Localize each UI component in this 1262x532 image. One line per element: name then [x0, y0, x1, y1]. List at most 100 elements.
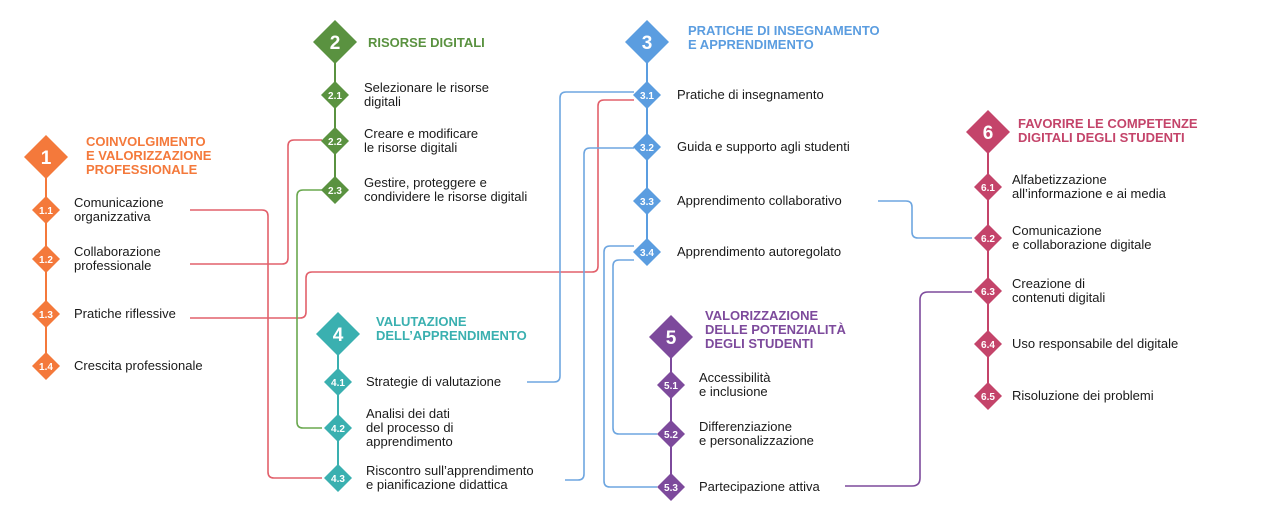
item-1-4-diamond: [32, 352, 60, 380]
item-3-3-label: Apprendimento collaborativo: [677, 193, 842, 208]
connector-line: [603, 245, 657, 488]
item-1-3-diamond: [32, 300, 60, 328]
item-4-1-diamond: [324, 368, 352, 396]
item-6-2-diamond: [974, 224, 1002, 252]
area-5-diamond: [649, 315, 693, 359]
item-6-5-diamond: [974, 382, 1002, 410]
item-1-3-label: Pratiche riflessive: [74, 306, 176, 321]
area-2-title: RISORSE DIGITALI: [368, 35, 485, 50]
connector-line: [565, 147, 634, 481]
item-4-2-diamond: [324, 414, 352, 442]
item-3-4-label: Apprendimento autoregolato: [677, 244, 841, 259]
area-6-diamond: [966, 110, 1010, 154]
item-3-3-code: 3.3: [640, 197, 654, 208]
item-5-3-label: Partecipazione attiva: [699, 479, 820, 494]
item-2-2-diamond: [321, 127, 349, 155]
connector-line: [296, 189, 322, 429]
area-2-group: 2 RISORSE DIGITALI 2.1 Selezionare le risor…: [313, 20, 527, 204]
item-3-2-code: 3.2: [640, 143, 654, 154]
area-1-diamond: [24, 135, 68, 179]
item-3-4-code: 3.4: [640, 248, 654, 259]
area-2-diamond: [313, 20, 357, 64]
connector-lines: [190, 91, 972, 488]
connector-line: [845, 291, 972, 487]
item-6-4-diamond: [974, 330, 1002, 358]
item-4-3-diamond: [324, 464, 352, 492]
item-6-5-label: Risoluzione dei problemi: [1012, 388, 1154, 403]
area-4-diamond: [316, 312, 360, 356]
area-5-number: 5: [666, 328, 677, 349]
item-3-1-label: Pratiche di insegnamento: [677, 87, 824, 102]
area-2-number: 2: [330, 33, 341, 54]
item-3-2-label: Guida e supporto agli studenti: [677, 139, 850, 154]
item-6-1-code: 6.1: [981, 183, 995, 194]
item-6-2-code: 6.2: [981, 234, 995, 245]
item-2-3-diamond: [321, 176, 349, 204]
item-1-2-code: 1.2: [39, 255, 53, 266]
item-3-3-diamond: [633, 187, 661, 215]
area-1-number: 1: [41, 148, 52, 169]
item-6-3-code: 6.3: [981, 287, 995, 298]
area-4-number: 4: [333, 325, 344, 346]
connector-line: [878, 200, 972, 239]
item-6-4-code: 6.4: [981, 340, 995, 351]
area-6-number: 6: [983, 123, 994, 144]
item-5-1-diamond: [657, 371, 685, 399]
item-2-1-diamond: [321, 81, 349, 109]
item-1-2-diamond: [32, 245, 60, 273]
item-6-4-label: Uso responsabile del digitale: [1012, 336, 1178, 351]
item-6-5-code: 6.5: [981, 392, 995, 403]
connector-line: [190, 99, 634, 319]
connector-line: [190, 209, 322, 479]
item-3-4-diamond: [633, 238, 661, 266]
item-1-3-code: 1.3: [39, 310, 53, 321]
connector-line: [612, 259, 657, 435]
item-4-1-code: 4.1: [331, 378, 345, 389]
item-5-1-code: 5.1: [664, 381, 678, 392]
item-2-3-code: 2.3: [328, 186, 342, 197]
item-5-2-code: 5.2: [664, 430, 678, 441]
connector-line: [190, 139, 322, 265]
item-2-2-code: 2.2: [328, 137, 342, 148]
item-3-1-code: 3.1: [640, 91, 654, 102]
item-2-1-code: 2.1: [328, 91, 342, 102]
item-4-1-label: Strategie di valutazione: [366, 374, 501, 389]
item-5-3-diamond: [657, 473, 685, 501]
item-1-4-label: Crescita professionale: [74, 358, 203, 373]
area-stems: [45, 42, 989, 487]
connector-line: [527, 91, 634, 383]
item-5-2-diamond: [657, 420, 685, 448]
area-3-diamond: [625, 20, 669, 64]
item-4-3-code: 4.3: [331, 474, 345, 485]
item-4-2-code: 4.2: [331, 424, 345, 435]
item-1-1-code: 1.1: [39, 206, 53, 217]
item-1-1-diamond: [32, 196, 60, 224]
item-6-1-diamond: [974, 173, 1002, 201]
item-3-2-diamond: [633, 133, 661, 161]
area-3-number: 3: [642, 33, 653, 54]
